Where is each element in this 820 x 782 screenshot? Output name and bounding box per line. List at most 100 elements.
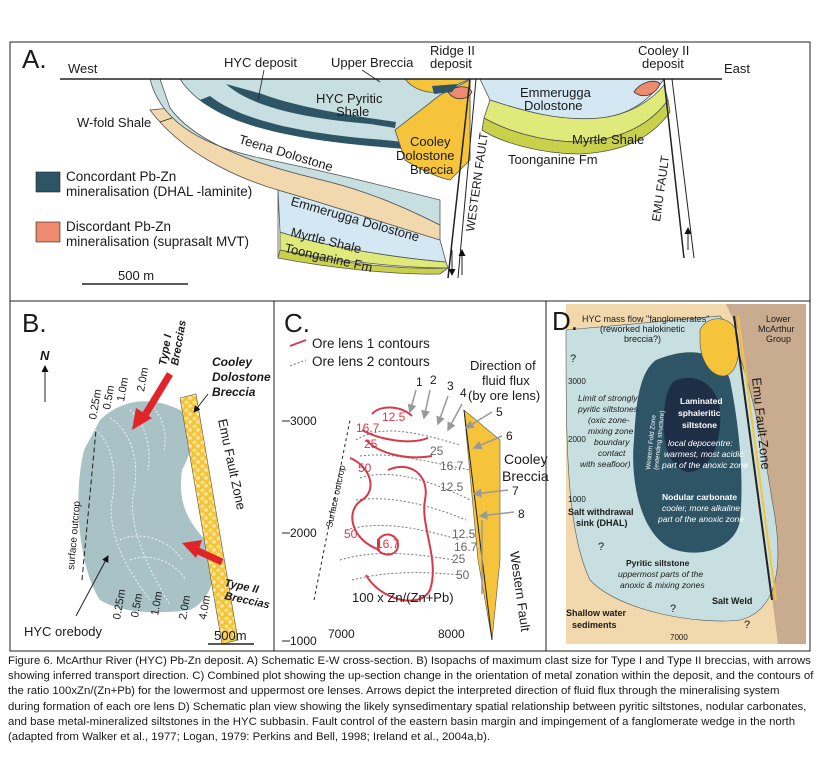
legend-concordant-1: Concordant Pb-Zn xyxy=(66,169,176,184)
legend-concordant-swatch xyxy=(35,171,61,193)
emu-zone-b: Emu Fault Zone xyxy=(215,418,249,512)
fanglo-2: (reworked halokinetic xyxy=(600,324,686,334)
lens1-contours xyxy=(349,406,434,602)
type1-arrowhead xyxy=(132,408,152,430)
limit-line-6: with seafloor) xyxy=(580,459,631,469)
emmerugga-top-1: Emmerugga xyxy=(520,85,592,100)
salt-withdrawal-1: Salt withdrawal xyxy=(568,507,634,517)
flux-num-7: 7 xyxy=(512,484,519,498)
isopach-top-1: 0.5m xyxy=(101,384,117,410)
c-ytick-label-2000: 2000 xyxy=(290,526,317,540)
cooley-a-1: Cooley xyxy=(410,134,451,149)
panel-c-letter: C. xyxy=(284,308,310,338)
formula-label: 100 x Zn/(Zn+Pb) xyxy=(352,590,454,605)
gray-value-0: 25 xyxy=(430,444,444,458)
type1-label-1: Type I xyxy=(157,333,174,367)
isopach-bottom-0: 0.25m xyxy=(111,588,128,620)
gray-value-3: 12.5 xyxy=(452,527,476,541)
isopach-top-2: 1.0m xyxy=(115,376,131,402)
direction-2: fluid flux xyxy=(482,373,530,388)
c-ytick-label-1000: 1000 xyxy=(290,634,317,648)
gray-value-1: 16.7 xyxy=(440,459,464,473)
western-fault-line-2 xyxy=(457,78,477,279)
nodular-2: cooler, more alkaline xyxy=(662,503,740,513)
gray-value-5: 25 xyxy=(452,552,466,566)
ridge-discordant xyxy=(447,86,473,100)
hyc-pointer xyxy=(257,69,265,101)
d-emu-fault-line xyxy=(733,315,773,601)
nodular-3: part of the anoxic zone xyxy=(657,514,744,524)
north-label: N xyxy=(40,348,50,363)
red-value-0: 12.5 xyxy=(382,410,406,424)
red-value-3: 50 xyxy=(358,461,372,475)
flux-num-8: 8 xyxy=(518,507,525,521)
western-fault-c-label: Western Fault xyxy=(507,550,533,632)
upper-breccia-pointer xyxy=(361,69,381,83)
isopach-bottom-1: 0.5m xyxy=(129,592,145,618)
fanglo-3: breccia?) xyxy=(624,334,661,344)
wfold-label: W-fold Shale xyxy=(77,115,151,130)
question-2: ? xyxy=(598,541,604,553)
laminated-1: Laminated xyxy=(680,396,723,406)
direction-1: Direction of xyxy=(470,358,536,373)
surface-outcrop-c-label: Surface outcrop xyxy=(324,464,347,528)
western-fault-c xyxy=(463,409,493,641)
d-emu-fault-line-2 xyxy=(737,315,777,601)
panel-d-letter: D. xyxy=(552,306,578,336)
limit-line-0: Limit of strongly xyxy=(578,393,638,403)
scale-a-label: 500 m xyxy=(118,268,154,283)
flux-num-4: 4 xyxy=(460,386,467,400)
lower-mcarthur-1: Lower xyxy=(766,314,791,324)
hyc-pyritic-label-1: HYC Pyritic xyxy=(316,91,383,106)
depocentre-2: warmest, most acidic xyxy=(664,449,744,459)
flux-num-6: 6 xyxy=(506,429,513,443)
gray-value-2: 12.5 xyxy=(440,480,464,494)
panel-d: D. HYC mass flow "fanglomerates" (rework… xyxy=(545,300,811,652)
cooley-breccia-a xyxy=(394,79,471,181)
ridge-label-1: Ridge II xyxy=(430,43,475,58)
emu-fault-line-2 xyxy=(671,78,695,259)
cooley-b-1: Cooley xyxy=(212,355,253,369)
limit-line-4: boundary xyxy=(594,437,630,447)
laminated-3: siltstone xyxy=(682,420,717,430)
nodular-1: Nodular carbonate xyxy=(662,492,737,502)
d-ytick-2000: 2000 xyxy=(568,435,586,444)
cooley2-label-2: deposit xyxy=(642,56,684,71)
figure-6-diagram: A. West East xyxy=(9,41,811,652)
fanglo-1: HYC mass flow "fanglomerates" xyxy=(582,314,709,324)
pyritic-3: anoxic & mixing zones xyxy=(620,580,705,590)
panel-a-letter: A. xyxy=(22,44,47,74)
hyc-orebody-shape xyxy=(78,401,215,613)
emmerugga-top-2: Dolostone xyxy=(524,98,583,113)
panel-b-letter: B. xyxy=(22,308,47,338)
gray-value-4: 16.7 xyxy=(454,540,478,554)
limit-line-5: contact xyxy=(598,448,626,458)
question-3: ? xyxy=(670,603,676,615)
laminated-2: sphaleritic xyxy=(678,408,721,418)
panel-b: B. N Type I Breccias Cooley Dolostone Br… xyxy=(9,300,275,652)
shallow-1: Shallow water xyxy=(566,608,627,618)
surface-outcrop-c xyxy=(313,419,351,601)
cooley-c-1: Cooley xyxy=(504,451,548,467)
legend-concordant-2: mineralisation (DHAL -laminite) xyxy=(66,184,252,199)
limit-line-2: (oxic zone- xyxy=(588,415,630,425)
legend-gray-line xyxy=(289,359,307,367)
legend-red-text: Ore lens 1 contours xyxy=(312,336,430,351)
cooley-c-2: Breccia xyxy=(502,468,549,484)
isopach-bottom-2: 1.0m xyxy=(149,590,165,616)
hyc-deposit-label: HYC deposit xyxy=(224,55,297,70)
direction-3: (by ore lens) xyxy=(468,388,540,403)
isopach-bottom-4: 4.0m xyxy=(197,594,213,620)
scale-b-label: 500m xyxy=(214,628,247,643)
cooley-b-3: Breccia xyxy=(212,385,256,399)
flux-num-3: 3 xyxy=(447,379,454,393)
lower-mcarthur-3: Group xyxy=(766,334,791,344)
flux-num-2: 2 xyxy=(430,373,437,387)
red-value-2: 25 xyxy=(364,437,378,451)
toonganine-right-label: Toonganine Fm xyxy=(508,152,598,167)
red-value-4: 50 xyxy=(344,527,358,541)
c-xtick-label-7000: 7000 xyxy=(328,627,355,641)
legend-discordant-2: mineralisation (suprasalt MVT) xyxy=(66,234,249,249)
wfold-pointer xyxy=(159,117,173,123)
western-fault-line xyxy=(447,78,471,279)
